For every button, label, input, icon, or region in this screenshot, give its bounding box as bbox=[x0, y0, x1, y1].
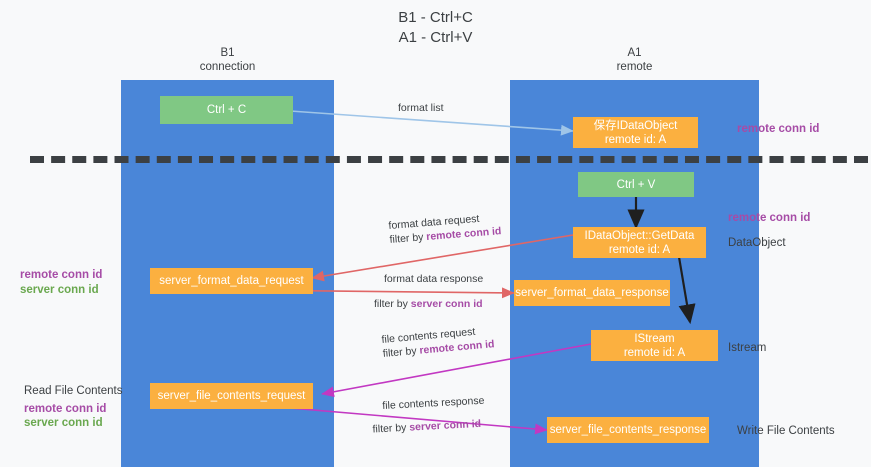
node-istream-line2: remote id: A bbox=[623, 346, 686, 359]
annotation-read-file-contents: Read File Contents bbox=[24, 385, 123, 397]
column-header-a1-name: A1 bbox=[627, 47, 642, 59]
title-line-2: A1 - Ctrl+V bbox=[398, 29, 473, 46]
column-header-b1: B1 connection bbox=[121, 46, 334, 74]
annotation-left-server-conn-id: server conn id bbox=[20, 284, 99, 296]
node-ctrl-v[interactable]: Ctrl + V bbox=[578, 172, 694, 197]
title-line-1: B1 - Ctrl+C bbox=[398, 9, 473, 26]
edge-label-format-list: format list bbox=[398, 101, 444, 115]
annotation-remote-conn-id-mid: remote conn id bbox=[728, 212, 811, 224]
node-server-file-contents-request-label: server_file_contents_request bbox=[157, 390, 306, 402]
node-ctrl-c-label: Ctrl + C bbox=[206, 104, 247, 116]
node-server-format-data-response[interactable]: server_format_data_response bbox=[514, 280, 670, 306]
edge-label-format-data-response-filter: filter by server conn id bbox=[374, 297, 483, 311]
edge-label-file-contents-request: file contents request filter by remote c… bbox=[381, 323, 495, 361]
annotation-istream: Istream bbox=[728, 342, 767, 354]
edge-label-file-contents-response-text: file contents response bbox=[382, 394, 485, 412]
node-idataobject-getdata[interactable]: IDataObject::GetData remote id: A bbox=[573, 227, 706, 258]
node-server-format-data-request-label: server_format_data_request bbox=[159, 275, 304, 287]
node-idataobject-getdata-line1: IDataObject::GetData bbox=[584, 229, 695, 242]
column-header-b1-role: connection bbox=[199, 61, 256, 73]
node-istream[interactable]: IStream remote id: A bbox=[591, 330, 718, 361]
edge-label-format-data-request: format data request filter by remote con… bbox=[388, 210, 502, 247]
node-istream-line1: IStream bbox=[634, 332, 675, 345]
annotation-left-bottom-server-conn-id: server conn id bbox=[24, 417, 103, 429]
edge-label-file-contents-response-filter: filter by server conn id bbox=[372, 417, 486, 437]
node-save-idataobject-line1: 保存IDataObject bbox=[593, 119, 678, 132]
node-ctrl-v-label: Ctrl + V bbox=[616, 178, 656, 191]
filter-prefix: filter by bbox=[372, 421, 410, 436]
edge-label-format-list-text: format list bbox=[398, 102, 444, 114]
section-divider bbox=[30, 156, 868, 163]
edge-label-format-data-response: format data response filter by server co… bbox=[374, 272, 484, 311]
annotation-remote-conn-id-top: remote conn id bbox=[737, 123, 820, 135]
node-server-file-contents-response-label: server_file_contents_response bbox=[549, 424, 707, 436]
filter-prefix: filter by bbox=[389, 231, 427, 246]
filter-prefix: filter by bbox=[374, 298, 411, 310]
node-server-format-data-request[interactable]: server_format_data_request bbox=[150, 268, 313, 294]
edge-label-format-data-response-text: format data response bbox=[384, 273, 484, 285]
column-header-b1-name: B1 bbox=[220, 47, 235, 59]
page-title: B1 - Ctrl+C A1 - Ctrl+V bbox=[0, 8, 871, 48]
annotation-left-bottom-remote-conn-id: remote conn id bbox=[24, 403, 107, 415]
edge-label-file-contents-response: file contents response filter by server … bbox=[372, 394, 486, 436]
node-save-idataobject-line2: remote id: A bbox=[604, 133, 667, 146]
column-header-a1: A1 remote bbox=[510, 46, 759, 74]
annotation-dataobject: DataObject bbox=[728, 237, 786, 249]
annotation-write-file-contents: Write File Contents bbox=[737, 425, 835, 437]
node-idataobject-getdata-line2: remote id: A bbox=[608, 243, 671, 256]
node-ctrl-c[interactable]: Ctrl + C bbox=[160, 96, 293, 124]
node-save-idataobject[interactable]: 保存IDataObject remote id: A bbox=[573, 117, 698, 148]
filter-key-server-conn-id: server conn id bbox=[408, 417, 482, 434]
column-header-a1-role: remote bbox=[616, 61, 653, 73]
node-server-file-contents-response[interactable]: server_file_contents_response bbox=[547, 417, 709, 443]
filter-prefix: filter by bbox=[382, 344, 420, 360]
node-server-format-data-response-label: server_format_data_response bbox=[515, 287, 669, 299]
node-server-file-contents-request[interactable]: server_file_contents_request bbox=[150, 383, 313, 409]
annotation-left-remote-conn-id: remote conn id bbox=[20, 269, 103, 281]
filter-key-server-conn-id: server conn id bbox=[410, 298, 483, 310]
